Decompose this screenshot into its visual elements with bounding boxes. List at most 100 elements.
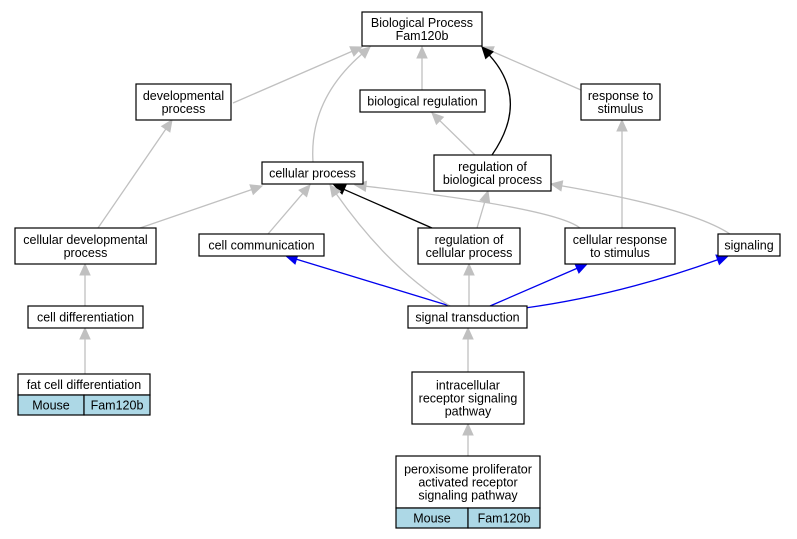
node-label-line: biological regulation (367, 95, 478, 109)
edge-line (343, 188, 433, 229)
node-label-line: activated receptor (418, 476, 517, 490)
edge-celldev-to-dev (97, 119, 173, 229)
node-label-line: pathway (445, 405, 492, 419)
node-box (411, 371, 525, 425)
edge-arrowhead (79, 262, 91, 276)
node-box (717, 233, 781, 257)
node-box (359, 89, 486, 113)
edge-resp-to-bp (480, 46, 582, 91)
edge-line (312, 53, 363, 163)
edge-layer (79, 45, 731, 456)
edge-arrowhead (462, 326, 474, 340)
go-term-st[interactable]: signal transduction (407, 305, 528, 329)
node-label-line: biological process (443, 173, 542, 187)
node-label-line: stimulus (598, 102, 644, 116)
edge-arrowhead (431, 112, 445, 126)
edge-line (561, 185, 731, 235)
edge-line (365, 185, 581, 229)
edge-line (335, 193, 451, 307)
gene-cell (83, 394, 151, 416)
edge-regcp-to-cellp (332, 184, 433, 229)
node-label-line: cellular response (573, 233, 668, 247)
node-label-line: regulation of (458, 160, 527, 174)
edge-sig-to-regbp (549, 180, 731, 235)
gene-label: Fam120b (478, 512, 531, 526)
node-box (433, 154, 552, 192)
edge-fat-to-diff (79, 326, 91, 374)
edge-arrowhead (160, 119, 173, 133)
species-label: Mouse (32, 399, 70, 413)
node-label-line: to stimulus (590, 246, 650, 260)
node-label-line: response to (588, 89, 653, 103)
node-box (135, 83, 232, 121)
species-label: Mouse (413, 512, 451, 526)
node-box (361, 11, 483, 47)
node-label-line: cellular developmental (23, 233, 147, 247)
node-label-line: cellular process (426, 246, 513, 260)
node-label-line: Fam120b (396, 29, 449, 43)
node-label-line: intracellular (436, 379, 500, 393)
edge-irs-to-st (462, 326, 474, 372)
node-label-line: signaling (724, 239, 773, 253)
node-label-line: developmental (143, 89, 224, 103)
edge-cellp-to-bp (312, 46, 371, 163)
go-term-comm[interactable]: cell communication (198, 233, 325, 257)
node-label-line: signaling pathway (418, 489, 518, 503)
edge-line (267, 192, 304, 235)
edge-arrowhead (463, 262, 475, 276)
edge-arrowhead (462, 422, 474, 436)
edge-line (489, 267, 578, 307)
node-label-line: signal transduction (415, 311, 519, 325)
edge-line (296, 258, 451, 307)
node-label-line: Biological Process (371, 16, 473, 30)
edge-arrowhead (549, 180, 564, 192)
edge-line (524, 259, 718, 309)
edge-line (491, 50, 582, 91)
node-label-line: cellular process (269, 167, 356, 181)
node-label-line: cell communication (208, 239, 314, 253)
node-layer: Biological ProcessFam120bdevelopmentalpr… (14, 11, 781, 529)
node-box (14, 227, 157, 265)
node-box (261, 161, 364, 185)
edge-arrowhead (416, 45, 428, 59)
edge-breg-to-bp (416, 45, 428, 90)
edge-line (232, 50, 353, 104)
node-label-line: fat cell differentiation (27, 378, 141, 392)
node-label-line: peroxisome proliferator (404, 463, 532, 477)
edge-st-to-regcp (463, 262, 475, 306)
node-label-line: cell differentiation (37, 311, 134, 325)
go-term-breg[interactable]: biological regulation (359, 89, 486, 113)
edge-regbp-to-bp (481, 46, 511, 156)
gene-label: Fam120b (91, 399, 144, 413)
edge-line (97, 128, 167, 229)
edge-arrowhead (249, 184, 264, 196)
go-term-sig[interactable]: signaling (717, 233, 781, 257)
edge-line (439, 120, 476, 156)
node-box (395, 455, 541, 509)
go-term-diff[interactable]: cell differentiation (27, 305, 144, 329)
edge-line (139, 188, 252, 229)
node-box (407, 305, 528, 329)
node-label-line: regulation of (435, 233, 504, 247)
edge-arrowhead (616, 118, 628, 132)
node-box (27, 305, 144, 329)
edge-regcp-to-regbp (476, 189, 491, 229)
go-term-cellp[interactable]: cellular process (261, 161, 364, 185)
edge-arrowhead (329, 184, 342, 198)
node-label-line: process (162, 102, 206, 116)
edge-celldev-to-cellp (139, 184, 264, 229)
edge-st-to-cellp (329, 184, 451, 307)
edge-dev-to-bp (232, 46, 364, 104)
edge-diff-to-celldev (79, 262, 91, 306)
